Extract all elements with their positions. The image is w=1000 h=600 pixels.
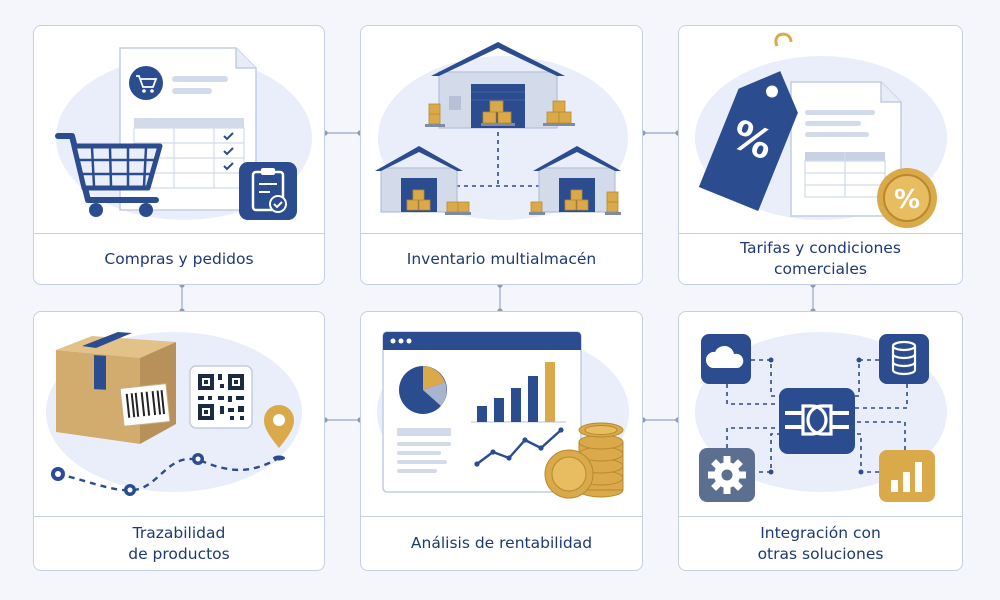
module-title: Compras y pedidos: [34, 233, 324, 284]
trazabilidad-illustration: [34, 312, 324, 519]
coin-stacks: [544, 422, 624, 499]
clipboard-check-icon: [239, 162, 297, 220]
price-list-document: [790, 81, 902, 217]
analisis-illustration: [361, 312, 642, 519]
tarifas-illustration: % %: [679, 26, 962, 236]
pie-chart: [399, 366, 447, 414]
plug-hub-icon: [779, 388, 855, 454]
discount-price-tag: %: [698, 32, 798, 212]
integracion-illustration: [679, 312, 962, 519]
location-pin-icon: [264, 405, 294, 461]
database-icon: [879, 334, 929, 384]
inventario-illustration: [361, 26, 642, 236]
cloud-icon: [701, 334, 751, 384]
line-chart: [474, 427, 564, 467]
secondary-warehouse: [529, 146, 621, 215]
compras-illustration: [34, 26, 324, 236]
module-compras-y-pedidos: Compras y pedidos: [33, 25, 325, 285]
main-warehouse: [425, 42, 575, 129]
module-inventario-multialmacen: Inventario multialmacén: [360, 25, 643, 285]
svg-text:%: %: [894, 185, 920, 215]
package-box-barcode: [56, 332, 176, 444]
module-title: Análisis de rentabilidad: [361, 516, 642, 570]
bar-chart: [471, 362, 566, 423]
percent-coin: %: [877, 168, 937, 228]
route-path: [51, 453, 204, 496]
module-title: Inventario multialmacén: [361, 233, 642, 284]
secondary-warehouse: [375, 146, 471, 215]
qr-code: [189, 365, 253, 429]
bar-chart-icon: [879, 450, 935, 502]
module-analisis-rentabilidad: Análisis de rentabilidad: [360, 311, 643, 571]
gear-icon: [699, 448, 755, 502]
shopping-cart-icon: [55, 133, 163, 217]
